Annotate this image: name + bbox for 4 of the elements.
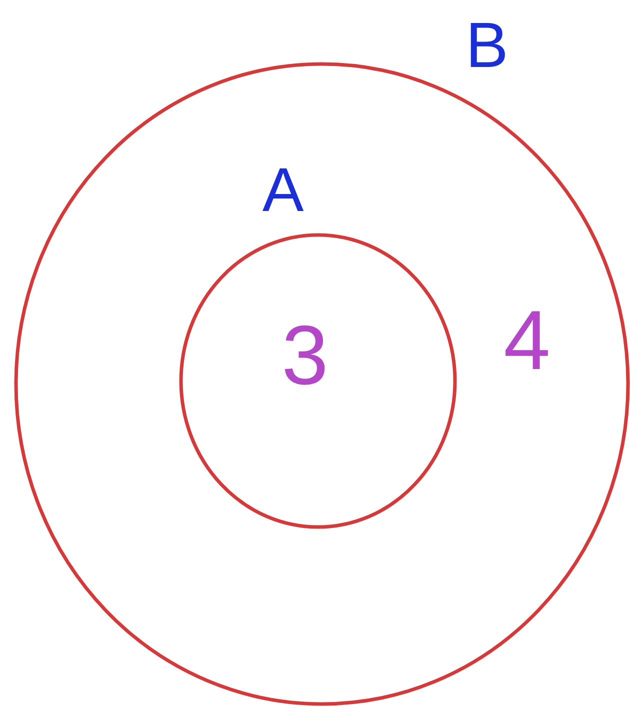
count-label: 4 — [504, 298, 550, 382]
count-label: 3 — [282, 313, 328, 397]
set-label: A — [262, 160, 304, 222]
set-label: B — [466, 13, 508, 77]
